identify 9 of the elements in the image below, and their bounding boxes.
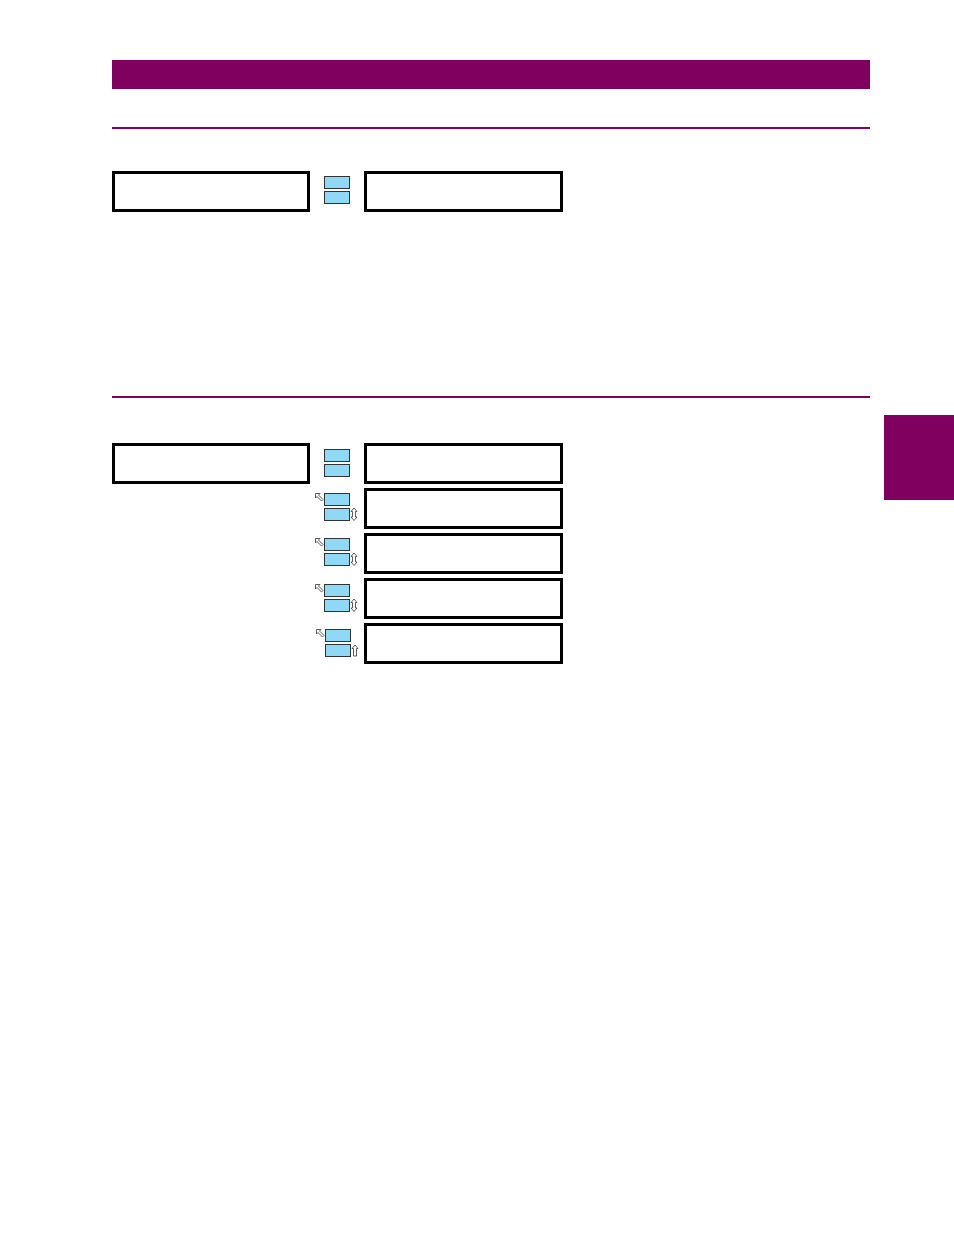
display-box	[364, 443, 563, 484]
side-tab	[884, 415, 954, 500]
display-box	[112, 443, 310, 484]
display-box	[364, 533, 563, 574]
display-box	[112, 171, 310, 212]
display-box	[364, 488, 563, 529]
display-box	[364, 623, 563, 664]
display-box	[364, 171, 563, 212]
display-box	[364, 578, 563, 619]
